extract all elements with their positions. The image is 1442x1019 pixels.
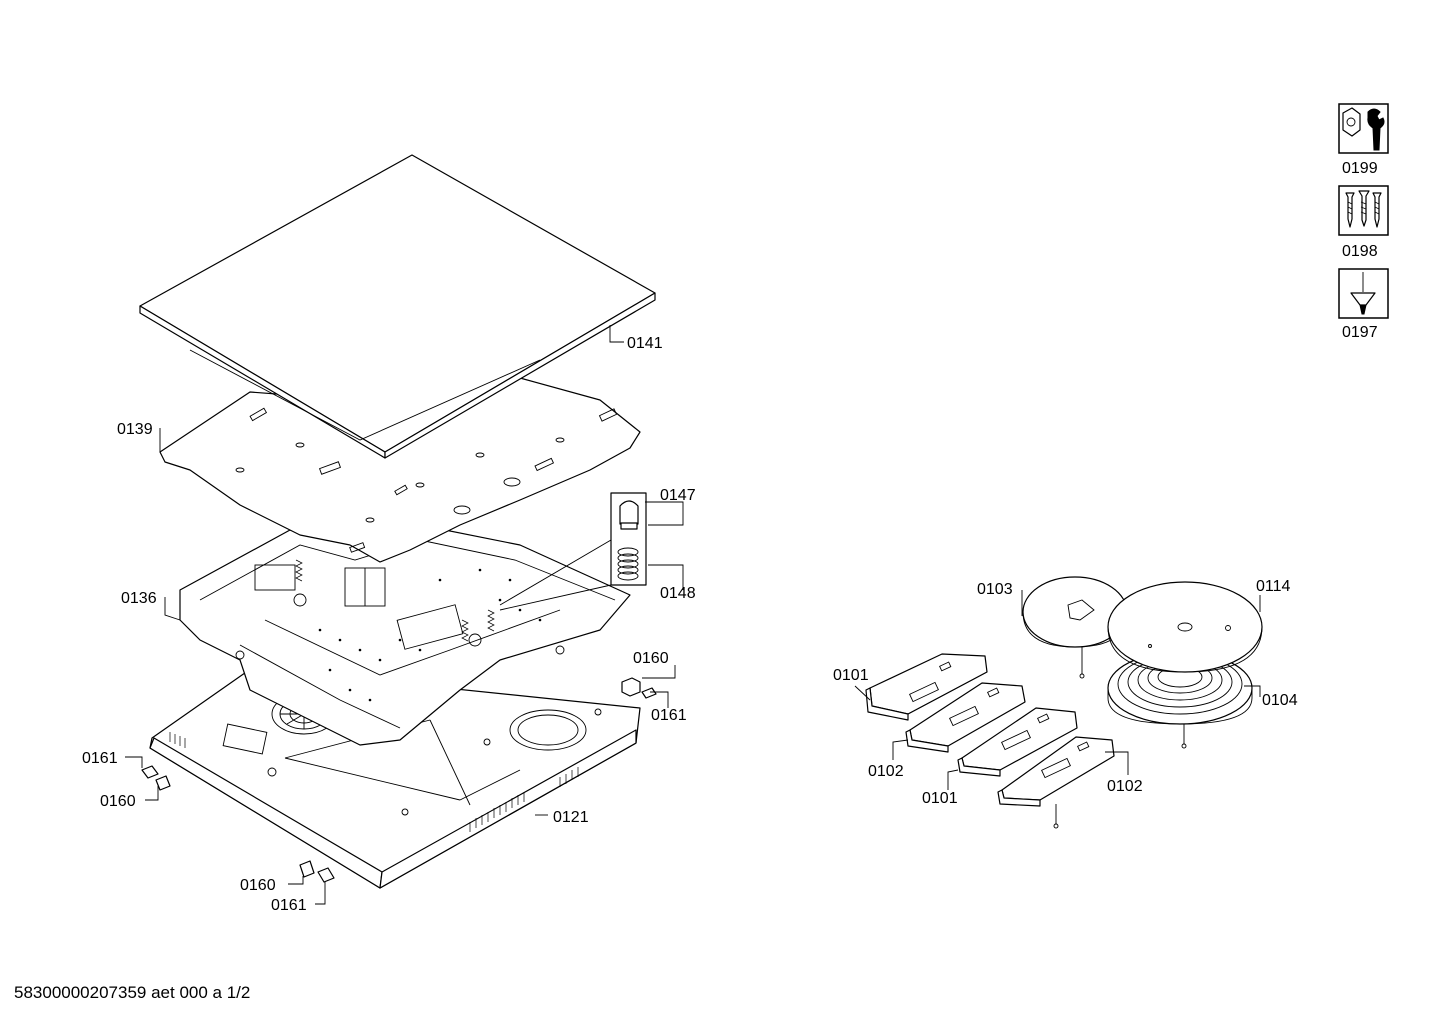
label-0104: 0104 [1262, 692, 1298, 709]
tool-icons: 0199 0198 0197 [1338, 103, 1389, 341]
label-0160-bottom: 0160 [240, 877, 276, 894]
part-labels: 0141 0139 0147 0148 0136 0160 0161 0161 … [82, 335, 1298, 914]
label-0101-bottom: 0101 [922, 790, 958, 807]
label-0160-left: 0160 [100, 793, 136, 810]
label-0161-bottom: 0161 [271, 897, 307, 914]
label-0136: 0136 [121, 590, 157, 607]
label-0102-right: 0102 [1107, 778, 1143, 795]
label-0101-top: 0101 [833, 667, 869, 684]
label-0102-left: 0102 [868, 763, 904, 780]
heating-elements [865, 576, 1263, 829]
zone-element-1 [865, 653, 988, 721]
label-0161-left: 0161 [82, 750, 118, 767]
disc-0114 [1107, 581, 1263, 673]
label-0198: 0198 [1342, 243, 1378, 260]
label-0114: 0114 [1256, 578, 1291, 595]
document-footer-id: 58300000207359 aet 000 a 1/2 [14, 983, 250, 1002]
wrench-nut-icon: 0199 [1338, 103, 1389, 177]
clip-detail [499, 492, 647, 611]
zone-element-4 [997, 736, 1115, 829]
label-0139: 0139 [117, 421, 153, 438]
label-0147: 0147 [660, 487, 696, 504]
small-clips [141, 677, 657, 883]
leader-lines [125, 325, 1261, 905]
label-0141: 0141 [627, 335, 663, 352]
screws-icon: 0198 [1338, 185, 1389, 260]
screwdriver-icon: 0197 [1338, 268, 1389, 341]
zone-element-3 [957, 707, 1078, 777]
label-0197: 0197 [1342, 324, 1378, 341]
label-0121: 0121 [553, 809, 589, 826]
label-0160-right: 0160 [633, 650, 669, 667]
label-0199: 0199 [1342, 160, 1378, 177]
label-0103: 0103 [977, 581, 1013, 598]
glass-top-0141 [139, 154, 656, 459]
housing-0121 [149, 667, 641, 889]
label-0148: 0148 [660, 585, 696, 602]
label-0161-right: 0161 [651, 707, 687, 724]
zone-element-2 [905, 682, 1026, 753]
